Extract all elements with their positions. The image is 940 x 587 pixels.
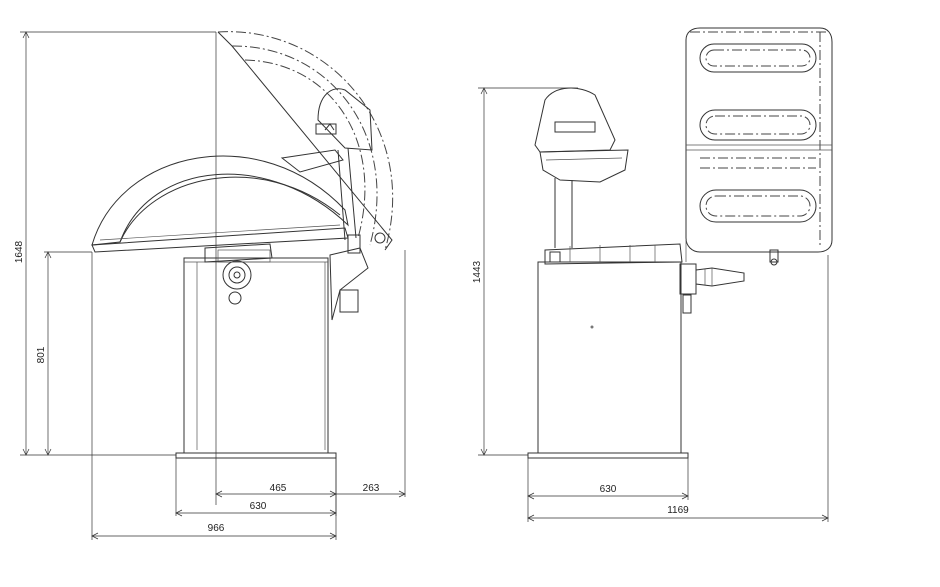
side-hinge-bracket	[329, 247, 369, 321]
front-threaded-shaft	[695, 267, 745, 287]
wheel-guard-raised	[217, 31, 394, 251]
front-dimensions: 1443 630 1169	[472, 87, 829, 522]
front-wheel-guard	[685, 27, 833, 253]
dim-630-side: 630	[250, 501, 267, 512]
dim-1648: 1648	[14, 240, 25, 263]
dim-801: 801	[36, 346, 47, 363]
front-tool-tray	[539, 149, 629, 183]
side-tool-tray	[280, 149, 344, 173]
side-shaft-flange	[222, 260, 252, 290]
dim-465: 465	[270, 483, 287, 494]
front-view	[527, 27, 833, 459]
dim-630-front: 630	[600, 484, 617, 495]
front-top-deck	[544, 243, 683, 265]
side-base-plate	[175, 452, 337, 459]
dim-966: 966	[208, 523, 225, 534]
front-display-head	[534, 87, 616, 153]
dim-1169: 1169	[667, 505, 689, 516]
guard-slot-1	[699, 43, 817, 73]
front-cabinet	[537, 261, 682, 454]
side-dimensions: 1648 801 465 263 630 966	[14, 31, 406, 540]
side-display-head	[317, 88, 373, 151]
side-view	[91, 31, 394, 505]
dim-263: 263	[363, 483, 380, 494]
front-base-plate	[527, 452, 689, 459]
dim-1443: 1443	[472, 260, 483, 283]
guard-slot-3	[699, 189, 817, 223]
front-shaft-housing	[679, 263, 697, 295]
guard-slot-2	[699, 109, 817, 141]
wheel-guard-lowered	[91, 155, 349, 246]
side-cabinet	[183, 257, 329, 454]
